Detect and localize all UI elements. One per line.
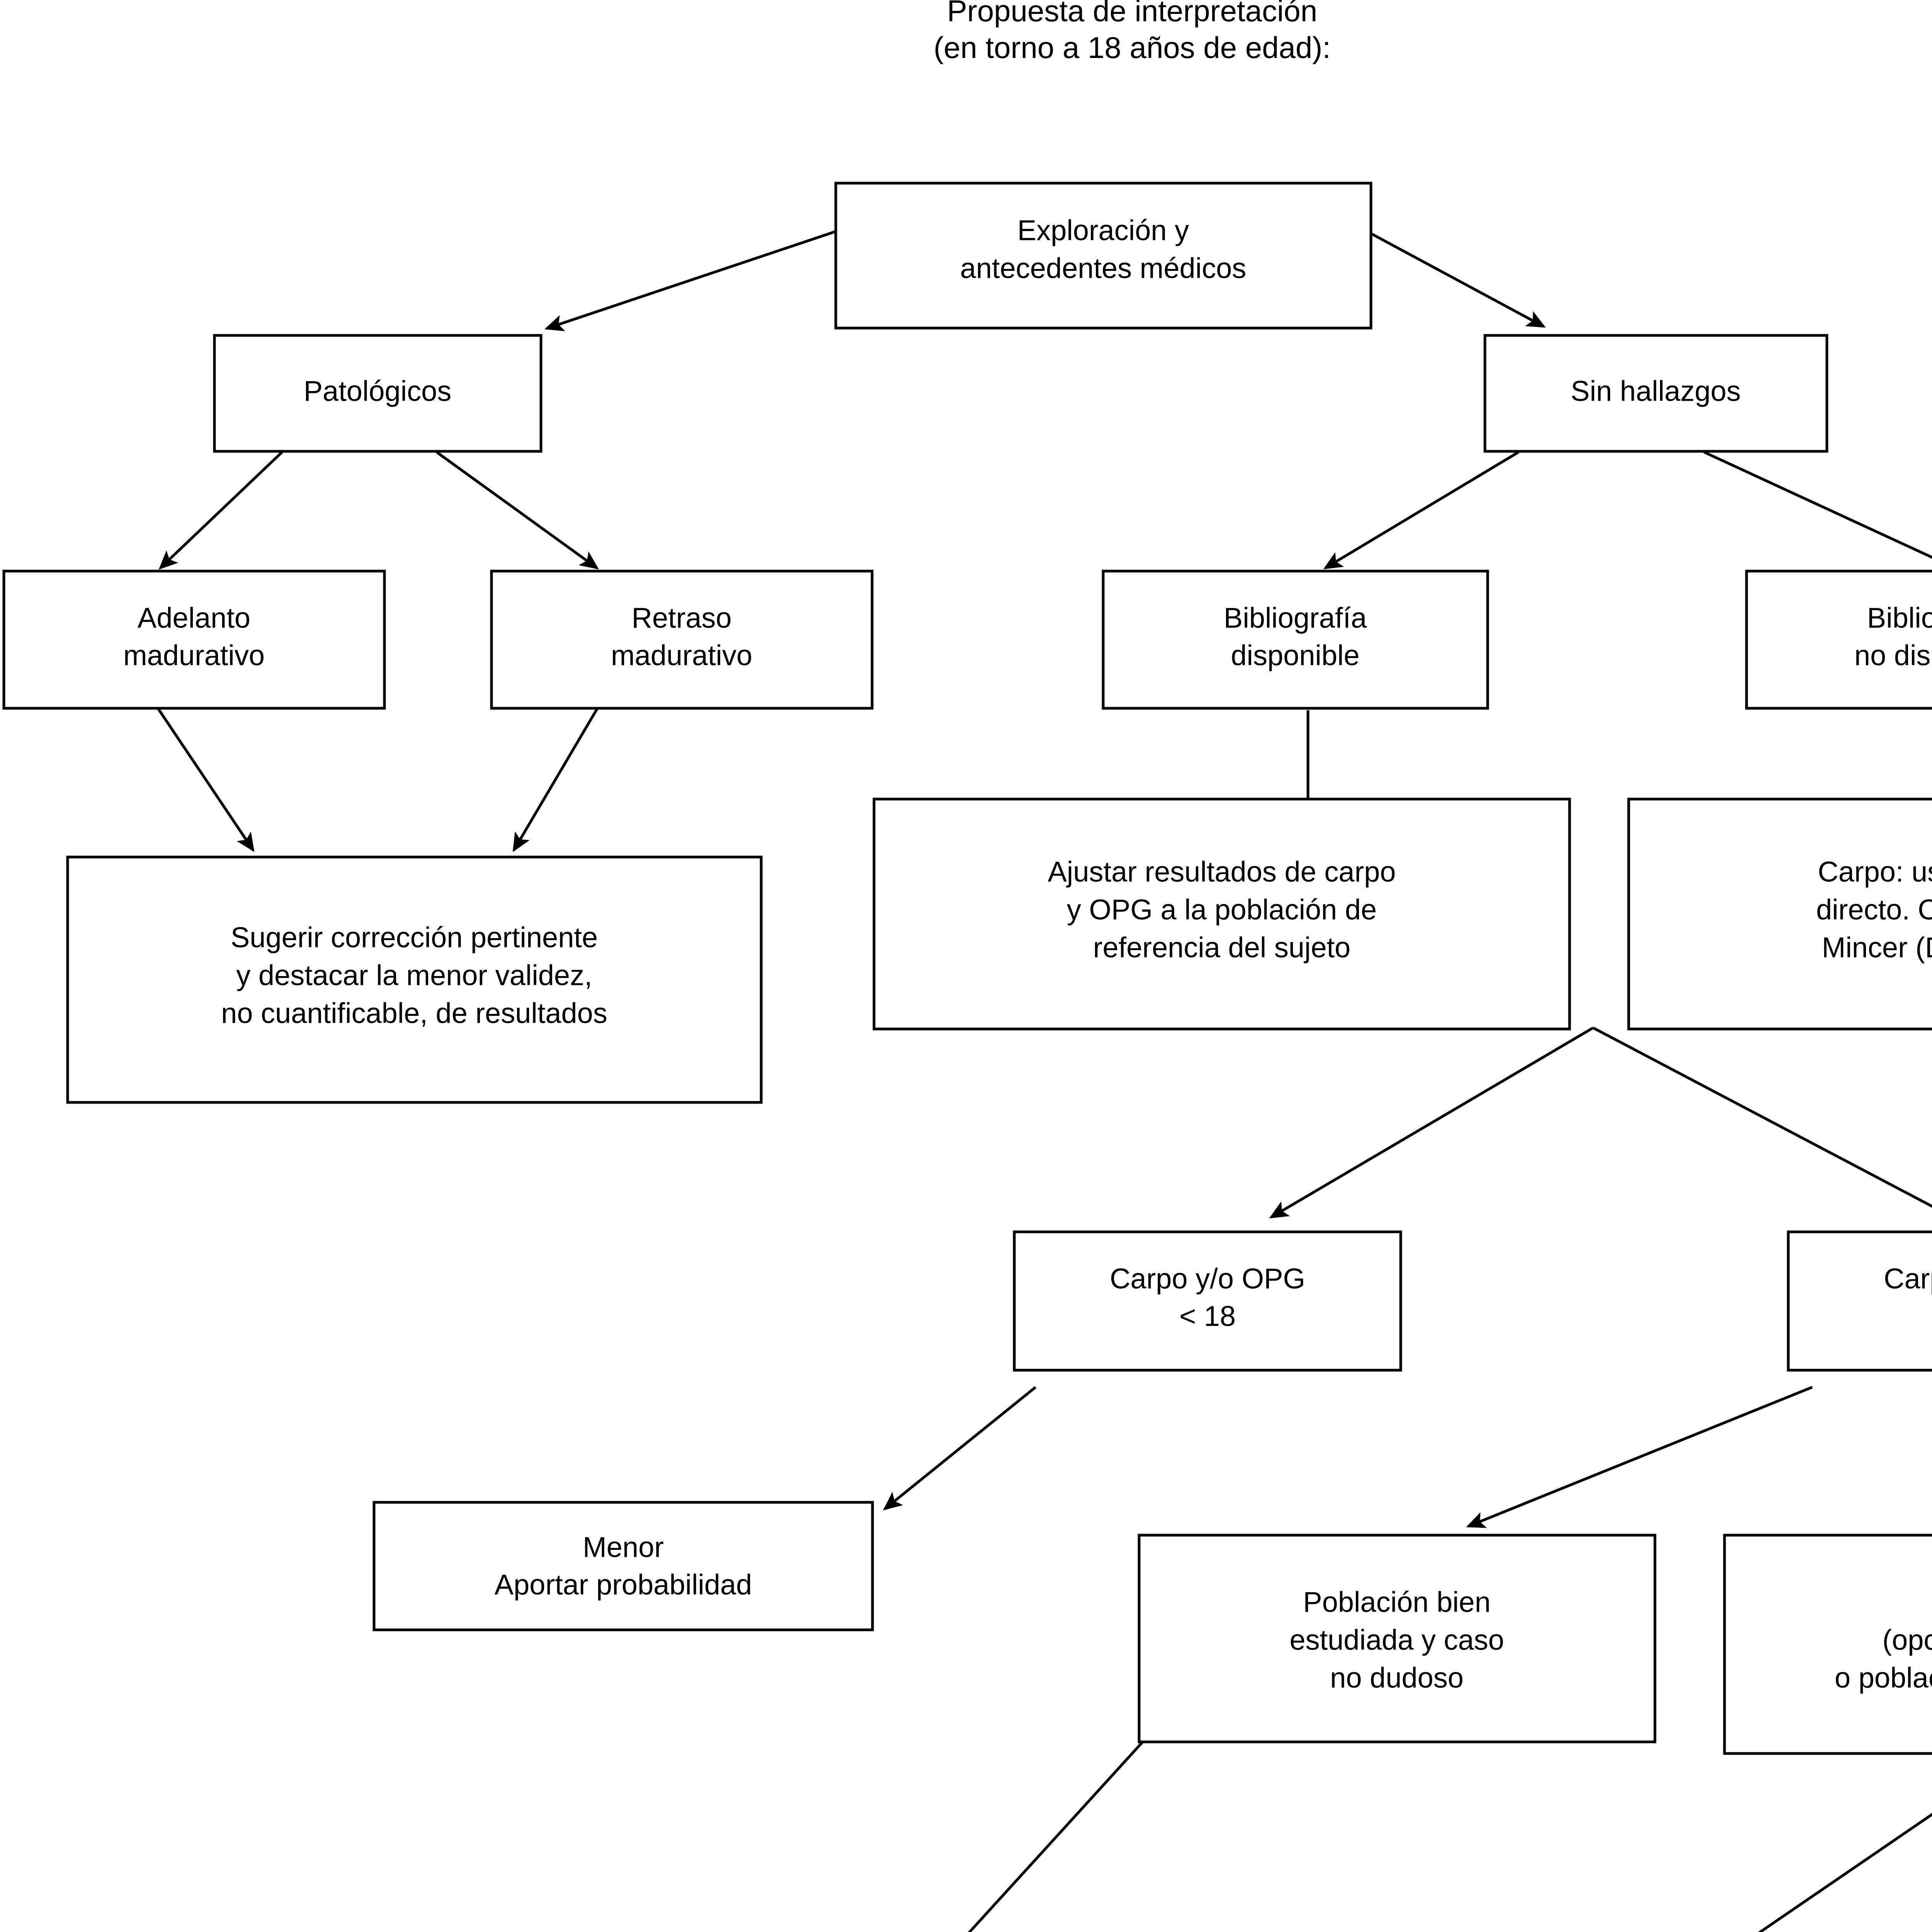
node-biblio-disponible-line-2: disponible (1231, 639, 1359, 672)
node-biblio-disponible-line-1: Bibliografía (1224, 602, 1367, 634)
node-clavicula[interactable]: Clavícula (opcional: caso dudoso o pobla… (1723, 1534, 1932, 1755)
edge-retraso-sugerir (512, 708, 599, 852)
node-sin-hallazgos[interactable]: Sin hallazgos (1483, 334, 1828, 453)
node-sugerir-line-1: Sugerir corrección pertinente (231, 922, 598, 954)
node-carpo-greulich-line-3: Mincer (Demirjian en M3) (1822, 932, 1932, 964)
node-adelanto-line-2: madurativo (123, 639, 265, 672)
node-ajustar-line-2: y OPG a la población de (1067, 894, 1377, 926)
node-carpo-greulich-pyle[interactable]: Carpo: usar Greulich-Pyle directo. OPG: … (1627, 798, 1932, 1031)
node-carpo-menor18-line-1: Carpo y/o OPG (1110, 1263, 1305, 1295)
node-retraso-madurativo[interactable]: Retraso madurativo (490, 570, 874, 710)
node-carpo-opg-menor-18[interactable]: Carpo y/o OPG < 18 (1013, 1230, 1402, 1372)
node-patologicos[interactable]: Patológicos (213, 334, 543, 453)
node-menor-1-line-2: Aportar probabilidad (495, 1569, 752, 1601)
node-carpo-opg-mayor-igual-18[interactable]: Carpo y/o OPG ≥ 18 (1787, 1230, 1932, 1372)
node-biblio-no-disponible-box[interactable] (1745, 570, 1932, 710)
title-line-2: (en torno a 18 años de edad): (934, 31, 1331, 65)
node-poblacion-line-1: Población bien (1303, 1586, 1490, 1618)
node-menor-aportar-probabilidad-1[interactable]: Menor Aportar probabilidad (372, 1501, 874, 1631)
node-ajustar-resultados[interactable]: Ajustar resultados de carpo y OPG a la p… (872, 798, 1571, 1031)
node-retraso-line-2: madurativo (611, 639, 752, 672)
edge-patologicos-adelanto (158, 451, 283, 570)
node-poblacion-line-3: no dudoso (1330, 1662, 1464, 1694)
node-sugerir-line-2: y destacar la menor validez, (236, 959, 592, 992)
edge-poblacion-mayor (968, 1740, 1145, 1932)
node-carpo-greulich-box[interactable] (1627, 798, 1932, 1031)
node-patologicos-label: Patológicos (304, 375, 452, 407)
node-clavicula-line-2: (opcional: caso dudoso (1882, 1624, 1932, 1656)
node-biblio-no-disponible-line-2: no disponible (1854, 639, 1932, 672)
edge-fork-carpo-menor18 (1269, 1026, 1594, 1219)
edge-exploracion-sin-hallazgos (1367, 230, 1546, 328)
node-carpo-menor18-line-2: < 18 (1179, 1300, 1236, 1332)
edge-carpomayor18-poblacion (1466, 1386, 1813, 1528)
node-poblacion-bien-estudiada[interactable]: Población bien estudiada y caso no dudos… (1138, 1534, 1656, 1743)
node-poblacion-bien-estudiada-box[interactable] (1138, 1534, 1656, 1743)
title-line-1: Propuesta de interpretación (947, 0, 1317, 28)
node-carpo-opg-menor18-box[interactable] (1013, 1230, 1402, 1372)
node-patologicos-box[interactable] (213, 334, 543, 453)
node-biblio-disponible-box[interactable] (1102, 570, 1489, 710)
node-carpo-greulich-line-1: Carpo: usar Greulich-Pyle (1818, 856, 1932, 888)
diagram-title: Propuesta de interpretación (en torno a … (934, 0, 1331, 65)
node-clavicula-line-3: o población no bien estudiada) (1835, 1662, 1932, 1694)
node-ajustar-line-1: Ajustar resultados de carpo (1048, 856, 1396, 888)
edge-adelanto-sugerir (157, 708, 255, 852)
node-bibliografia-no-disponible[interactable]: Bibliografía no disponible (1745, 570, 1932, 710)
node-biblio-no-disponible-line-1: Bibliografía (1867, 602, 1932, 634)
edge-sinhallazgos-biblio-no-disponible (1703, 451, 1932, 559)
node-sugerir-line-3: no cuantificable, de resultados (221, 997, 607, 1029)
node-carpo-opg-mayor18-box[interactable] (1787, 1230, 1932, 1372)
edge-clavicula-schmeling4o5 (1758, 1813, 1932, 1932)
node-poblacion-line-2: estudiada y caso (1289, 1624, 1504, 1656)
node-exploracion-line-1: Exploración y (1017, 214, 1189, 247)
edge-exploracion-patologicos (544, 230, 835, 332)
edge-sinhallazgos-biblio-disponible (1323, 451, 1519, 570)
node-clavicula-box[interactable] (1723, 1534, 1932, 1755)
node-sugerir-correccion-box[interactable] (66, 855, 763, 1104)
node-menor-1-line-1: Menor (583, 1531, 664, 1563)
node-ajustar-line-3: referencia del sujeto (1093, 932, 1350, 964)
edge-carpomenor18-menor (883, 1386, 1037, 1510)
node-retraso-line-1: Retraso (631, 602, 731, 634)
node-adelanto-line-1: Adelanto (138, 602, 250, 634)
node-menor-aportar-1-box[interactable] (372, 1501, 874, 1631)
node-sin-hallazgos-label: Sin hallazgos (1571, 375, 1741, 407)
node-carpo-greulich-line-2: directo. OPG: estándar de (1816, 894, 1932, 926)
node-exploracion[interactable]: Exploración y antecedentes médicos (834, 182, 1372, 330)
node-retraso-box[interactable] (490, 570, 874, 710)
edge-layer (157, 230, 1932, 1932)
node-bibliografia-disponible[interactable]: Bibliografía disponible (1102, 570, 1489, 710)
node-sin-hallazgos-box[interactable] (1483, 334, 1828, 453)
edge-patologicos-retraso (435, 451, 599, 570)
node-adelanto-box[interactable] (2, 570, 386, 710)
node-exploracion-line-2: antecedentes médicos (960, 252, 1246, 284)
node-ajustar-resultados-box[interactable] (872, 798, 1571, 1031)
node-sugerir-correccion[interactable]: Sugerir corrección pertinente y destacar… (66, 855, 763, 1104)
node-adelanto-madurativo[interactable]: Adelanto madurativo (2, 570, 386, 710)
node-exploracion-box[interactable] (834, 182, 1372, 330)
node-carpo-mayor18-line-1: Carpo y/o OPG (1884, 1263, 1932, 1295)
edge-fork-carpo-mayor18 (1592, 1026, 1932, 1208)
